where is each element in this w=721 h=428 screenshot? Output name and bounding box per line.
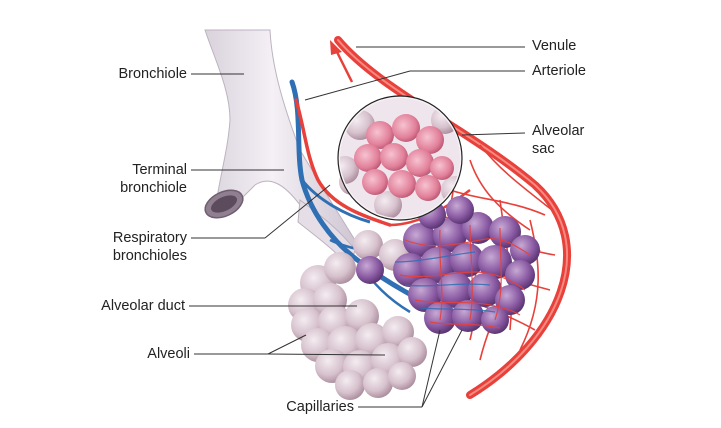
alveoli-cluster (288, 169, 427, 400)
label-arteriole: Arteriole (532, 63, 586, 79)
arteriole-vessel (294, 98, 392, 227)
alveolar-sac-cells (340, 98, 460, 218)
label-respiratory-bronchioles: Respiratory bronchioles (112, 230, 187, 264)
vein-overlay (394, 251, 496, 313)
label-alveoli: Alveoli (147, 346, 190, 362)
label-alveolar-sac: Alveolar sac (532, 123, 585, 157)
venule-highlight (337, 39, 569, 396)
capillary-overlay (399, 224, 531, 329)
label-venule: Venule (532, 38, 577, 54)
flow-arrow-icon (333, 47, 354, 83)
bronchiole-tube (204, 29, 356, 267)
pulmonary-vein (289, 79, 453, 318)
label-terminal-bronchiole: Terminal bronchiole (120, 162, 187, 196)
leader-lines (189, 46, 526, 408)
label-bronchiole: Bronchiole (118, 66, 187, 82)
label-alveolar-duct: Alveolar duct (101, 298, 185, 314)
label-capillaries: Capillaries (286, 399, 354, 415)
